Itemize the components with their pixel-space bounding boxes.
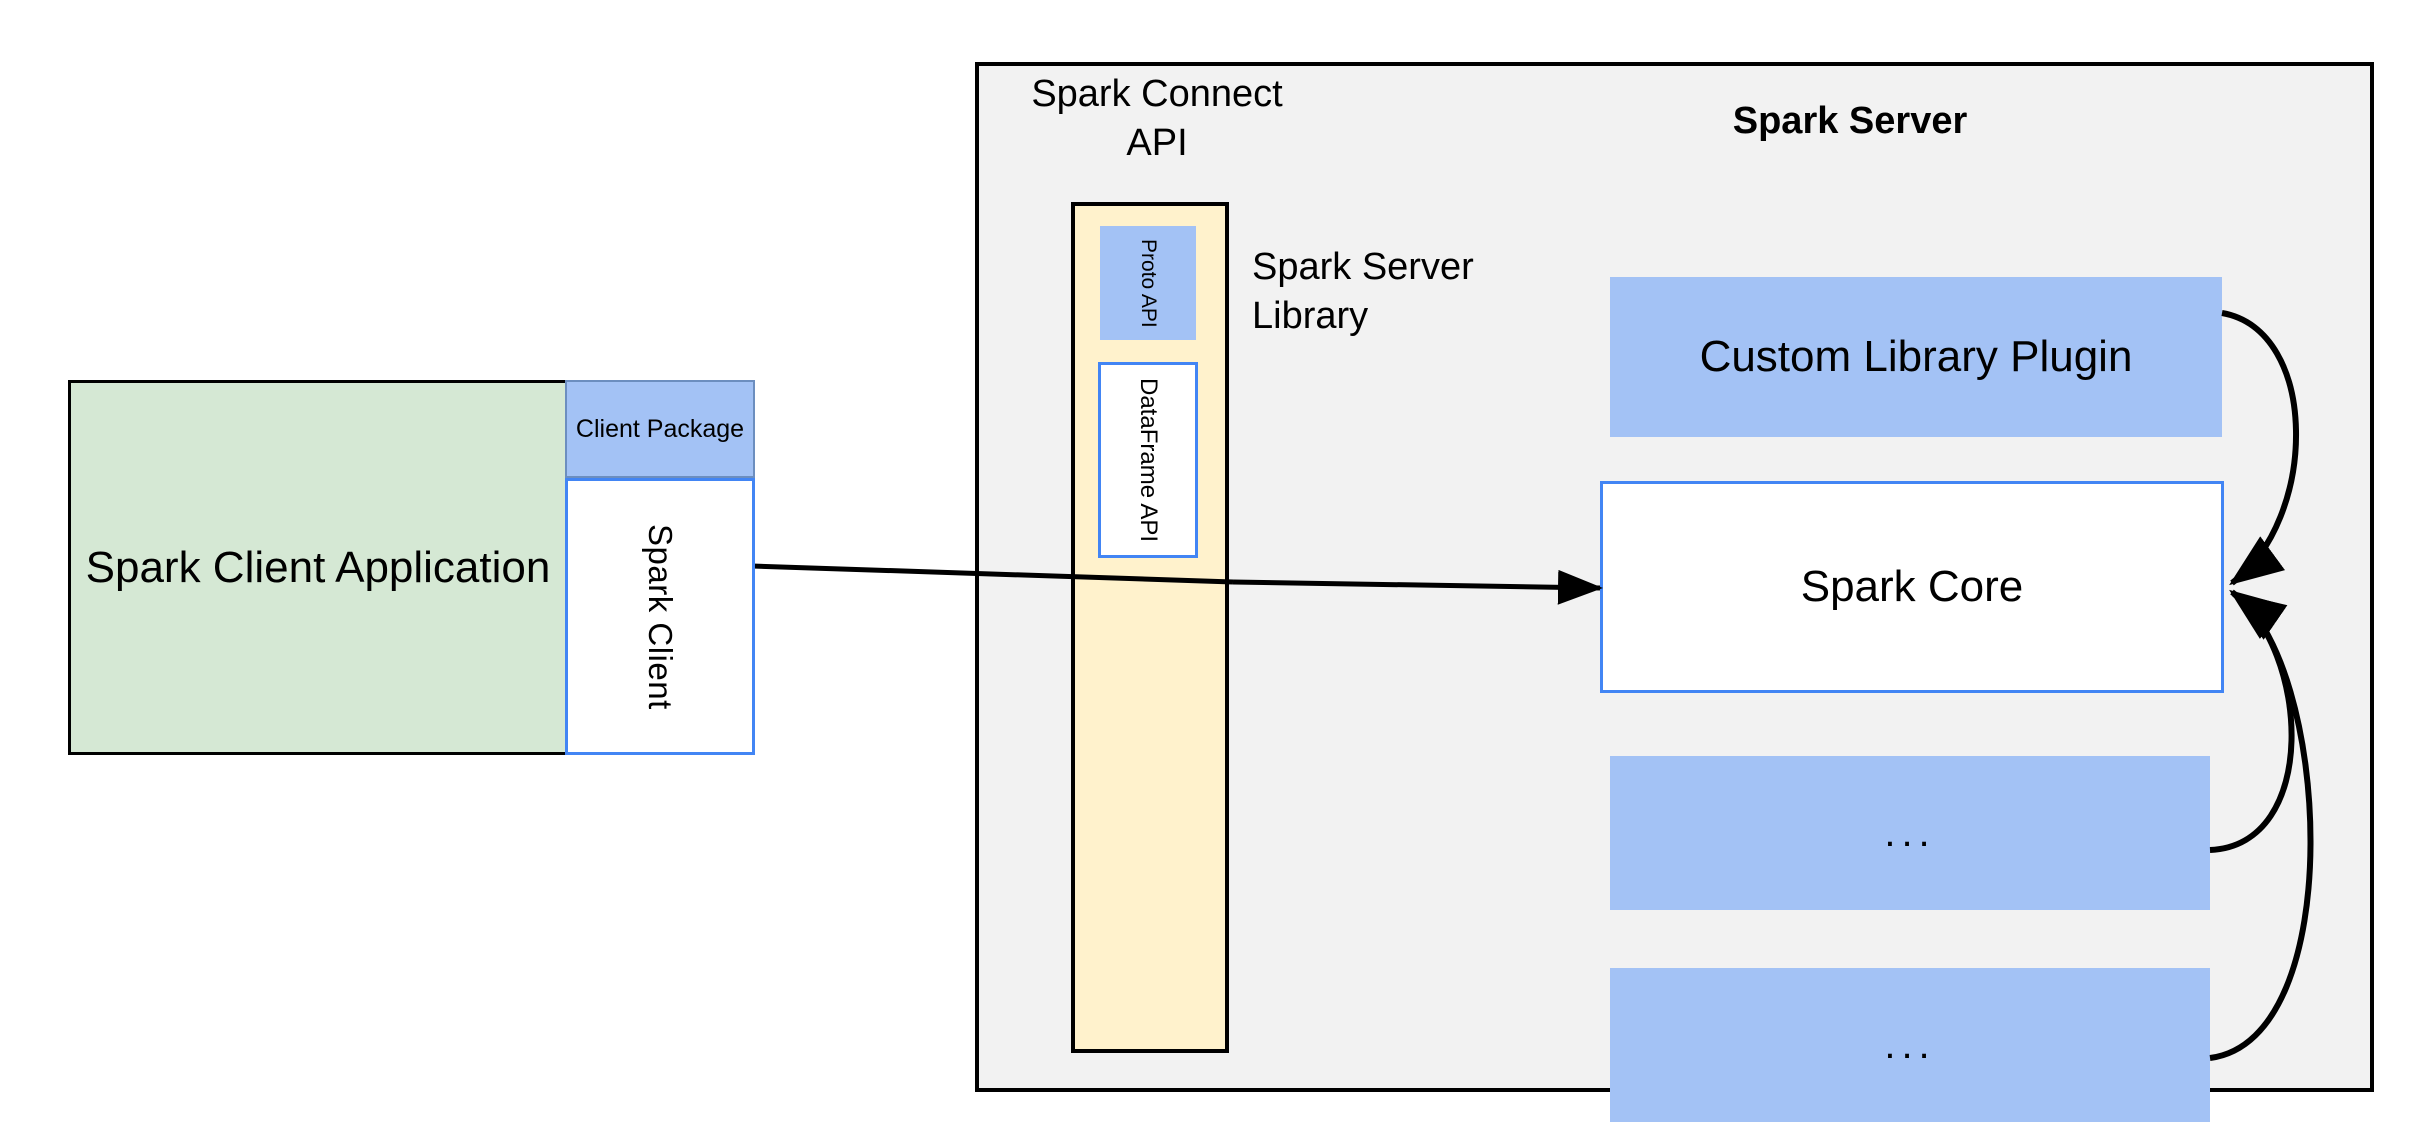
spark-client-box: Spark Client xyxy=(565,478,755,755)
spark-core-box: Spark Core xyxy=(1600,481,2224,693)
spark-server-title: Spark Server xyxy=(1732,100,1968,142)
ellipsis-label-1: ... xyxy=(1884,810,1936,855)
spark-server-library-label: Spark Server Library xyxy=(1252,246,1474,337)
spark-connect-api-label: Spark Connect API xyxy=(1031,73,1283,164)
dataframe-api-label: DataFrame API xyxy=(1135,377,1162,543)
spark-connect-api-column xyxy=(1071,202,1229,1053)
proto-api-label: Proto API xyxy=(1137,238,1160,328)
spark-client-application-box: Spark Client Application xyxy=(68,380,568,755)
dataframe-api-box: DataFrame API xyxy=(1098,362,1198,558)
proto-api-box: Proto API xyxy=(1100,226,1196,340)
custom-library-plugin-box: Custom Library Plugin xyxy=(1610,277,2222,437)
custom-library-plugin-label: Custom Library Plugin xyxy=(1699,332,2133,381)
ellipsis-box-1: ... xyxy=(1610,756,2210,910)
spark-client-label: Spark Client xyxy=(642,523,679,710)
ellipsis-label-2: ... xyxy=(1884,1022,1936,1067)
spark-client-application-label: Spark Client Application xyxy=(85,542,551,592)
client-package-label: Client Package xyxy=(575,414,745,443)
spark-core-label: Spark Core xyxy=(1800,562,2024,611)
ellipsis-box-2: ... xyxy=(1610,968,2210,1122)
client-package-box: Client Package xyxy=(565,380,755,478)
